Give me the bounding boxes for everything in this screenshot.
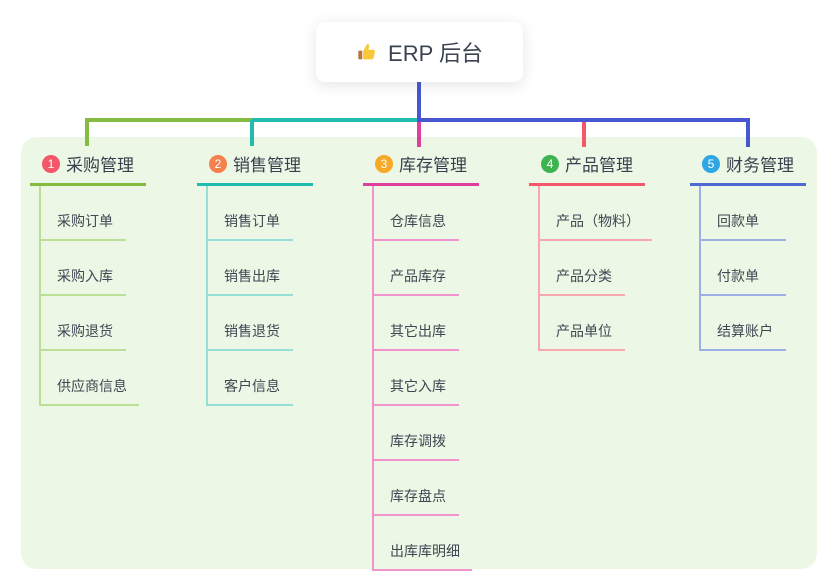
- child-connector-line: [206, 186, 208, 406]
- child-node[interactable]: 其它入库: [373, 351, 459, 406]
- branch-number-badge: 2: [209, 154, 227, 173]
- branch-title: 产品管理: [565, 156, 633, 175]
- branch-title: 财务管理: [726, 156, 794, 175]
- child-node[interactable]: 结算账户: [700, 296, 786, 351]
- branch-inventory: 3 库存管理 仓库信息 产品库存 其它出库 其它入库 库存调拨 库存盘点 出库库…: [363, 148, 479, 571]
- branch-title: 采购管理: [66, 156, 134, 175]
- child-node[interactable]: 销售订单: [207, 186, 293, 241]
- child-node[interactable]: 仓库信息: [373, 186, 459, 241]
- connector-spine-blue: [417, 118, 750, 122]
- branch-title: 销售管理: [233, 156, 301, 175]
- child-node[interactable]: 出库库明细: [373, 516, 472, 571]
- branch-number-badge: 5: [702, 154, 720, 173]
- branch-number-badge: 3: [375, 154, 393, 173]
- child-node[interactable]: 采购入库: [40, 241, 126, 296]
- branch-node-purchase[interactable]: 1 采购管理: [30, 148, 146, 186]
- branch-node-inventory[interactable]: 3 库存管理: [363, 148, 479, 186]
- child-node[interactable]: 库存调拨: [373, 406, 459, 461]
- child-connector-line: [372, 186, 374, 571]
- child-node[interactable]: 客户信息: [207, 351, 293, 406]
- branch-children: 产品（物料） 产品分类 产品单位: [529, 186, 652, 351]
- connector-spine-teal: [252, 118, 419, 122]
- connector-drop-inventory: [417, 122, 421, 147]
- connector-drop-finance: [746, 120, 750, 147]
- child-node[interactable]: 回款单: [700, 186, 786, 241]
- connector-root-vertical: [417, 81, 421, 121]
- branch-node-sales[interactable]: 2 销售管理: [197, 148, 313, 186]
- branch-number-badge: 1: [42, 154, 60, 173]
- child-node[interactable]: 销售出库: [207, 241, 293, 296]
- child-node[interactable]: 付款单: [700, 241, 786, 296]
- root-node[interactable]: ERP 后台: [316, 22, 523, 82]
- branch-purchase: 1 采购管理 采购订单 采购入库 采购退货 供应商信息: [30, 148, 146, 406]
- connector-drop-sales: [250, 120, 254, 146]
- root-title: ERP 后台: [388, 41, 483, 66]
- connector-drop-product: [582, 121, 586, 147]
- child-node[interactable]: 产品分类: [539, 241, 625, 296]
- connector-spine-green: [85, 118, 256, 122]
- child-node[interactable]: 产品单位: [539, 296, 625, 351]
- branch-children: 仓库信息 产品库存 其它出库 其它入库 库存调拨 库存盘点 出库库明细: [363, 186, 479, 571]
- child-connector-line: [39, 186, 41, 406]
- branch-product: 4 产品管理 产品（物料） 产品分类 产品单位: [529, 148, 652, 351]
- child-connector-line: [699, 186, 701, 351]
- child-node[interactable]: 库存盘点: [373, 461, 459, 516]
- branch-number-badge: 4: [541, 154, 559, 173]
- branch-sales: 2 销售管理 销售订单 销售出库 销售退货 客户信息: [197, 148, 313, 406]
- thumbs-up-icon: [358, 43, 375, 60]
- connector-drop-purchase: [85, 120, 89, 146]
- child-connector-line: [538, 186, 540, 351]
- child-node[interactable]: 产品库存: [373, 241, 459, 296]
- child-node[interactable]: 产品（物料）: [539, 186, 652, 241]
- branch-title: 库存管理: [399, 156, 467, 175]
- branch-children: 采购订单 采购入库 采购退货 供应商信息: [30, 186, 146, 406]
- branch-node-finance[interactable]: 5 财务管理: [690, 148, 806, 186]
- child-node[interactable]: 供应商信息: [40, 351, 139, 406]
- branches-panel: [21, 137, 817, 569]
- branch-node-product[interactable]: 4 产品管理: [529, 148, 645, 186]
- branch-children: 销售订单 销售出库 销售退货 客户信息: [197, 186, 313, 406]
- child-node[interactable]: 其它出库: [373, 296, 459, 351]
- branch-finance: 5 财务管理 回款单 付款单 结算账户: [690, 148, 806, 351]
- branch-children: 回款单 付款单 结算账户: [690, 186, 806, 351]
- child-node[interactable]: 采购退货: [40, 296, 126, 351]
- child-node[interactable]: 采购订单: [40, 186, 126, 241]
- child-node[interactable]: 销售退货: [207, 296, 293, 351]
